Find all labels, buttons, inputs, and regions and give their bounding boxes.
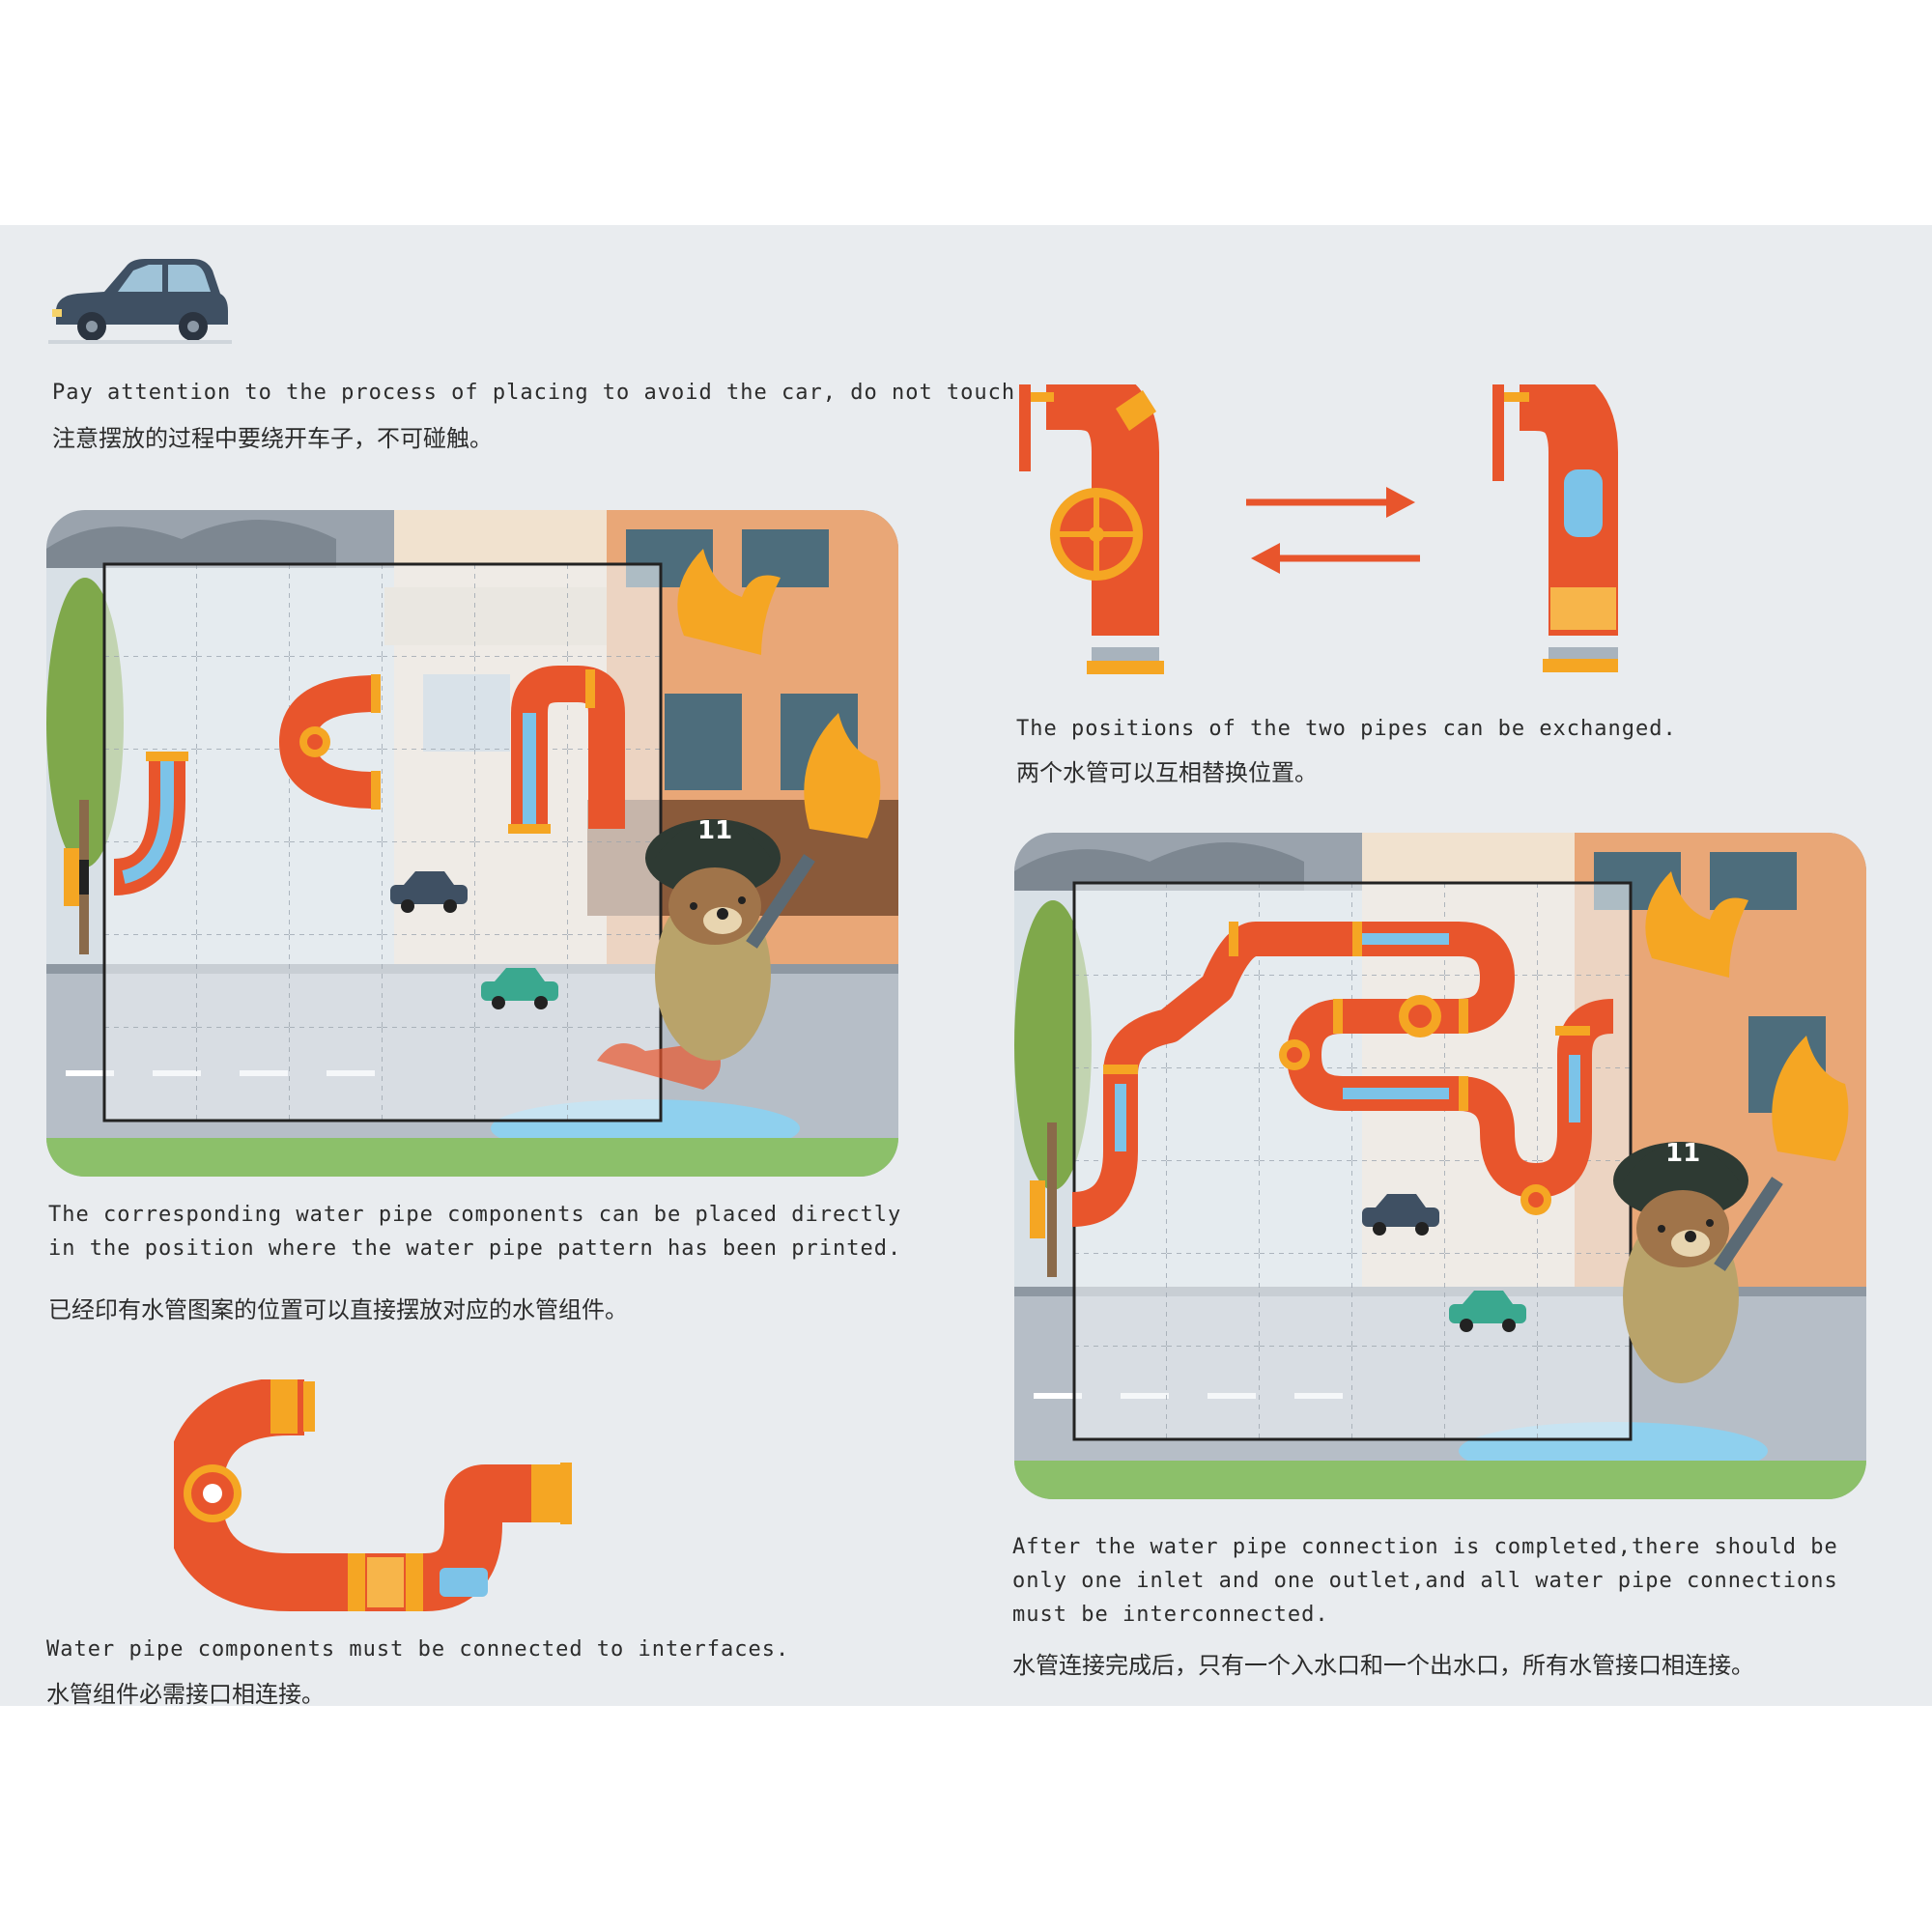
printed-text-cn: 已经印有水管图案的位置可以直接摆放对应的水管组件。	[48, 1296, 628, 1323]
valve-icon	[184, 1464, 242, 1522]
car-icon	[48, 253, 232, 348]
helmet-number: 11	[697, 816, 732, 845]
intro-text-cn: 注意摆放的过程中要绕开车子，不可碰触。	[52, 425, 493, 452]
printed-text-en: The corresponding water pipe components …	[48, 1203, 902, 1261]
completed-text-cn: 水管连接完成后，只有一个入水口和一个出水口，所有水管接口相连接。	[1012, 1652, 1754, 1679]
exchange-pipe-right	[1492, 384, 1618, 676]
exchange-text-en: The positions of the two pipes can be ex…	[1016, 717, 1677, 741]
interfaces-text-cn: 水管组件必需接口相连接。	[46, 1681, 325, 1708]
exchange-pipe-left	[1019, 384, 1164, 676]
valve-icon	[1050, 488, 1143, 581]
helmet-number-2: 11	[1665, 1139, 1700, 1168]
u-pipe-component	[174, 1379, 589, 1611]
game-board-example-2: 11	[1014, 833, 1866, 1499]
interfaces-text-en: Water pipe components must be connected …	[46, 1637, 790, 1662]
intro-text-en: Pay attention to the process of placing …	[52, 381, 1030, 405]
exchange-text-cn: 两个水管可以互相替换位置。	[1016, 759, 1318, 786]
double-arrow-icon	[1232, 483, 1435, 580]
game-board-example-1: 11	[46, 510, 898, 1177]
completed-text-en: After the water pipe connection is compl…	[1012, 1535, 1838, 1627]
